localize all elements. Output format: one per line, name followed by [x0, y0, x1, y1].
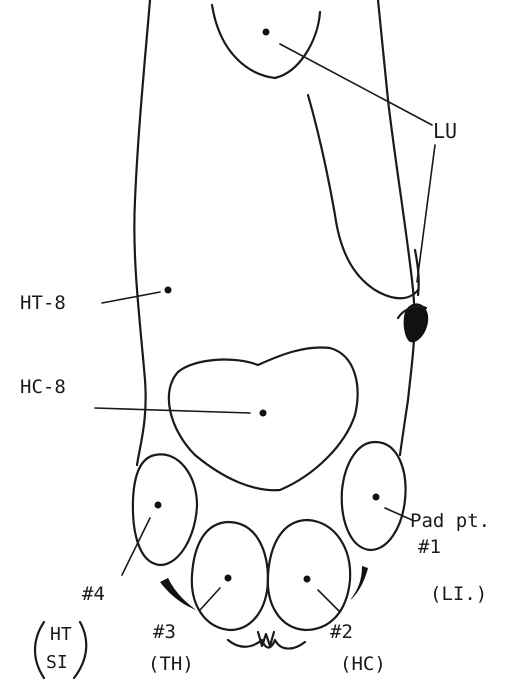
- label-digit-4-meridian-bottom: SI: [46, 652, 68, 673]
- fur-tufts-detail: [258, 632, 274, 646]
- leader-digit-2: [318, 590, 340, 612]
- accessory-pad-outline: [212, 5, 320, 78]
- label-digit-2-number: #2: [330, 621, 353, 643]
- digital-pad-2-outline: [268, 520, 350, 630]
- label-hc8: HC-8: [20, 376, 66, 398]
- right-limb-outline: [378, 0, 415, 455]
- label-digit-4-meridian-top: HT: [50, 624, 72, 645]
- nail-4: [160, 578, 196, 610]
- acupoint-hc8: [260, 410, 267, 417]
- leader-ht8: [102, 292, 160, 303]
- label-lu: LU: [433, 119, 457, 143]
- acupoint-ht8: [165, 287, 172, 294]
- left-limb-outline: [134, 0, 150, 465]
- leader-digit-1: [385, 508, 412, 520]
- acupoint-digit-4: [155, 502, 162, 509]
- acupoint-digit-1: [373, 494, 380, 501]
- label-digit-4-left-paren: [35, 622, 44, 678]
- label-pad-pt: Pad pt.: [410, 510, 490, 532]
- label-ht8: HT-8: [20, 292, 66, 314]
- leader-digit-4: [122, 518, 150, 575]
- digital-pad-4-outline: [133, 454, 197, 565]
- nail-1: [350, 566, 368, 600]
- label-digit-3-number: #3: [153, 621, 176, 643]
- leader-lu: [280, 44, 432, 125]
- leader-hc8: [95, 408, 250, 413]
- acupoint-digit-3: [225, 575, 232, 582]
- label-digit-4-right-paren: [74, 622, 86, 678]
- leader-lu-dewclaw: [417, 145, 435, 282]
- label-digit-2-meridian: (HC): [340, 653, 386, 675]
- label-digit-1-number: #1: [418, 536, 441, 558]
- acupoint-digit-2: [304, 576, 311, 583]
- fur-tufts: [228, 640, 305, 649]
- label-digit-3-meridian: (TH): [148, 653, 194, 675]
- acupoint-lu: [263, 29, 270, 36]
- label-digit-1-meridian: (LI.): [430, 583, 487, 605]
- metacarpal-pad-outline: [169, 347, 358, 490]
- label-digit-4-number: #4: [82, 583, 105, 605]
- leader-digit-3: [200, 588, 220, 610]
